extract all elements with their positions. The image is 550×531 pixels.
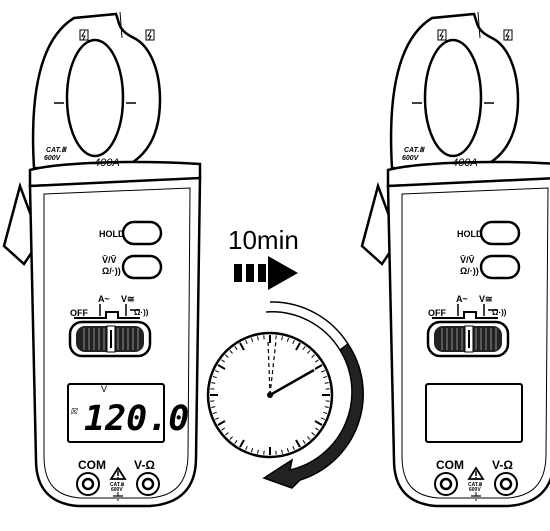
clock-tick [292, 445, 295, 451]
com-label: COM [436, 458, 464, 472]
clock-tick [214, 417, 220, 420]
com-label: COM [78, 458, 106, 472]
clock-tick [250, 337, 254, 342]
clock-tick [239, 342, 245, 351]
dashed-right-arrow-icon [234, 256, 298, 290]
function-label-top: V̄/V̄ [460, 255, 475, 265]
clock-tick [314, 364, 323, 370]
clock-tick [212, 375, 217, 379]
function-label-bottom: Ω/·)) [460, 266, 479, 276]
display-unit: V [101, 384, 107, 394]
clock-tick [214, 370, 220, 373]
clock-tick [307, 436, 311, 440]
clock-tick [311, 432, 315, 436]
clock-icon [206, 331, 334, 459]
display-icon: ☒ [70, 407, 78, 416]
v-ohm-label: V-Ω [492, 458, 513, 472]
clamp-meter-after: CAT.Ⅲ 600V 400A~ HOLD V̄/V̄ Ω/·)) A~ V≅ … [360, 10, 550, 508]
clock-tick [323, 375, 328, 379]
clock-tick [281, 336, 283, 341]
voltage-rating: 600V [44, 155, 62, 162]
range-label: 400A~ [452, 157, 485, 169]
clock-tick [234, 440, 238, 444]
hold-label: HOLD [99, 229, 125, 239]
switch-label-a: A~ [98, 294, 110, 304]
clock-tick [229, 436, 233, 440]
jack-category: CAT.Ⅲ [110, 481, 125, 488]
range-label: 400A~ [94, 157, 127, 169]
voltage-rating: 600V [402, 155, 420, 162]
clock-tick [324, 382, 329, 384]
switch-label-a: A~ [456, 294, 468, 304]
clock-tick [245, 339, 248, 345]
clock-tick [221, 359, 225, 363]
clock-tick [234, 346, 238, 350]
v-ohm-label: V-Ω [134, 458, 155, 472]
clock-tick [229, 350, 233, 354]
clock-tick [320, 370, 326, 373]
clock-tick [250, 448, 254, 453]
curved-arrow-icon [262, 301, 364, 489]
clock-tick [225, 354, 229, 358]
clock-tick [315, 427, 319, 431]
clock-tick [257, 449, 259, 454]
switch-label-off: OFF [70, 308, 88, 318]
switch-label-ohm: Ω·)) [134, 308, 149, 317]
display-reading: 120.0 [84, 399, 189, 439]
clock-tick [211, 406, 216, 408]
clock-tick [302, 346, 306, 350]
category-rating: CAT.Ⅲ [46, 146, 67, 154]
jack-voltage: 600V [469, 487, 481, 493]
clock-tick [315, 359, 319, 363]
function-label-bottom: Ω/·)) [102, 266, 121, 276]
switch-label-v: V≅ [479, 294, 493, 304]
switch-label-v: V≅ [121, 294, 135, 304]
duration-label: 10min [228, 225, 299, 255]
clock-tick [217, 364, 226, 370]
clock-tick [286, 337, 290, 342]
function-label-top: V̄/V̄ [102, 255, 117, 265]
clock-tick [221, 427, 225, 431]
clock-tick [295, 439, 301, 448]
clock-tick [286, 448, 290, 453]
clock-tick [211, 382, 216, 384]
clock-tick [212, 411, 217, 415]
clock-tick [257, 336, 259, 341]
clock-tick [217, 420, 226, 426]
clock-tick [239, 439, 245, 448]
clock-tick [307, 350, 311, 354]
clamp-meter-before: CAT.Ⅲ 600V 400A~ HOLD V̄/V̄ Ω/·)) A~ V≅ … [2, 10, 202, 508]
clock-tick [311, 354, 315, 358]
clock-tick [225, 432, 229, 436]
clock-tick [281, 449, 283, 454]
clock-tick [320, 417, 326, 420]
jack-voltage: 600V [111, 487, 123, 493]
clock-tick [302, 440, 306, 444]
clock-tick [292, 339, 295, 345]
switch-label-ohm: Ω·)) [492, 308, 507, 317]
clock-tick [324, 406, 329, 408]
clock-tick [323, 411, 328, 415]
hold-label: HOLD [457, 229, 483, 239]
clock-tick [314, 420, 323, 426]
category-rating: CAT.Ⅲ [404, 146, 425, 154]
clock-tick [295, 342, 301, 351]
clock-tick [245, 445, 248, 451]
switch-label-off: OFF [428, 308, 446, 318]
jack-category: CAT.Ⅲ [468, 481, 483, 488]
